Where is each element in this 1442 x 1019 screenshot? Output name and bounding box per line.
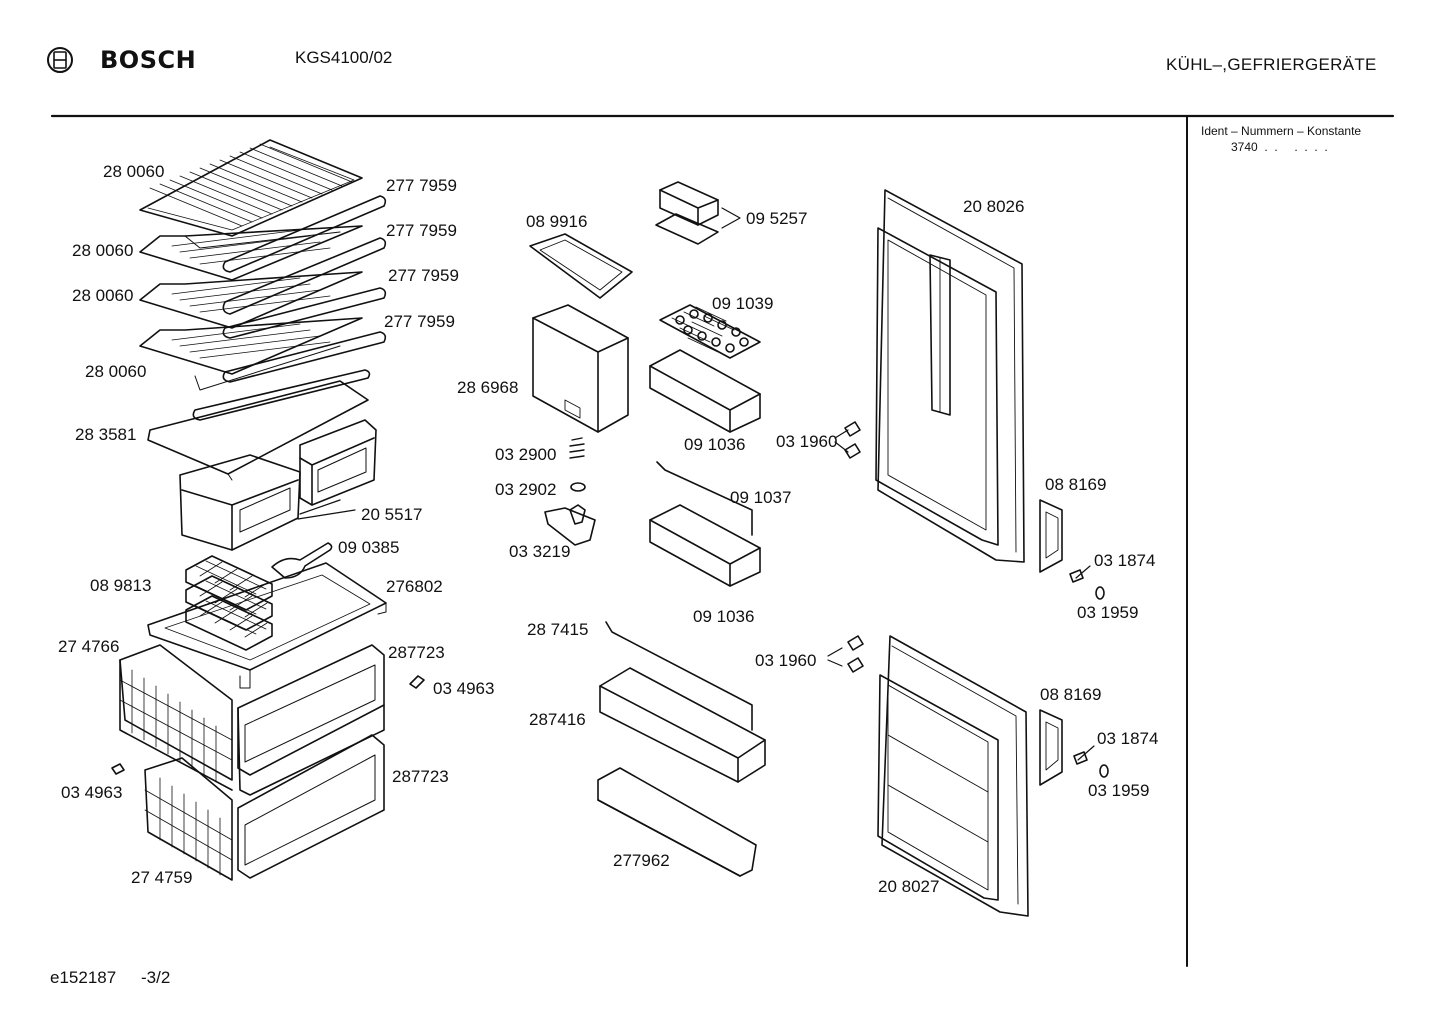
part-label: 03 1960 xyxy=(776,432,838,451)
freezer-door xyxy=(878,636,1028,916)
part-label: 27 4766 xyxy=(58,637,120,656)
butter-lid xyxy=(656,182,718,244)
part-label: 28 3581 xyxy=(75,425,137,444)
part-label: 03 4963 xyxy=(433,679,495,698)
part-label: 28 7415 xyxy=(527,620,589,639)
shelf-trim-2 xyxy=(223,238,385,314)
egg-tray xyxy=(660,305,760,358)
part-label: 277 7959 xyxy=(386,221,457,240)
ice-scraper xyxy=(272,543,332,578)
door-bin-upper xyxy=(650,350,760,432)
bottle-bin-upper xyxy=(600,668,765,782)
part-label: 03 1960 xyxy=(755,651,817,670)
part-label: 28 0060 xyxy=(72,241,134,260)
fridge-door xyxy=(876,190,1024,562)
freezer-drawer-2 xyxy=(238,735,384,878)
part-label: 09 1036 xyxy=(693,607,755,626)
shelf-trim-3 xyxy=(223,288,385,338)
part-label: 277 7959 xyxy=(384,312,455,331)
part-label: 27 4759 xyxy=(131,868,193,887)
freezer-basket-2 xyxy=(145,758,232,880)
model-number: KGS4100/02 xyxy=(295,48,393,67)
screw-icon-3 xyxy=(845,422,860,458)
part-label: 287723 xyxy=(388,643,445,662)
part-label: 03 2900 xyxy=(495,445,557,464)
part-label: 28 0060 xyxy=(103,162,165,181)
part-label: 20 8026 xyxy=(963,197,1025,216)
category-title: KÜHL–,GEFRIERGERÄTE xyxy=(1166,55,1377,74)
part-label: 09 1036 xyxy=(684,435,746,454)
part-label: 03 1959 xyxy=(1077,603,1139,622)
spring-icon xyxy=(570,438,584,458)
wire-shelf-1 xyxy=(140,140,362,236)
shelf-trim-1 xyxy=(223,196,385,272)
bottle-bin-lower xyxy=(598,768,756,876)
part-label: 28 6968 xyxy=(457,378,519,397)
screw-icon-5 xyxy=(1070,570,1083,582)
crisper-drawers xyxy=(180,420,376,550)
part-label: 08 9916 xyxy=(526,212,588,231)
shelf-trim-4 xyxy=(223,332,385,382)
washer-icon-2 xyxy=(1096,587,1104,599)
page-number: -3/2 xyxy=(141,968,171,987)
bottle-rail xyxy=(606,622,752,730)
part-label: 20 5517 xyxy=(361,505,423,524)
part-label: 03 3219 xyxy=(509,542,571,561)
part-label: 287723 xyxy=(392,767,449,786)
part-label: 277962 xyxy=(613,851,670,870)
part-label: 20 8027 xyxy=(878,877,940,896)
hinge-lower xyxy=(1040,710,1062,785)
part-label: 09 1039 xyxy=(712,294,774,313)
freezer-shelf xyxy=(148,563,386,688)
part-label: 277 7959 xyxy=(386,176,457,195)
wire-shelf-4 xyxy=(140,318,362,390)
cover-part xyxy=(545,505,595,545)
part-label: 09 5257 xyxy=(746,209,808,228)
freezer-drawer-1 xyxy=(238,645,384,795)
washer-icon-3 xyxy=(1100,765,1108,777)
part-label: 03 1959 xyxy=(1088,781,1150,800)
wire-shelf-2 xyxy=(140,226,362,280)
butter-dish xyxy=(530,234,632,298)
part-label: 277 7959 xyxy=(388,266,459,285)
brand-name: BOSCH xyxy=(100,46,197,74)
part-label: 08 9813 xyxy=(90,576,152,595)
wire-shelf-3 xyxy=(140,272,362,328)
part-label: 03 4963 xyxy=(61,783,123,802)
door-bin-lower xyxy=(650,505,760,586)
bosch-logo-icon xyxy=(46,46,74,74)
part-label: 03 1874 xyxy=(1097,729,1159,748)
glass-shelf xyxy=(148,381,368,474)
screw-icon-1 xyxy=(410,676,424,688)
part-label: 03 1874 xyxy=(1094,551,1156,570)
leader-lines xyxy=(298,430,1094,760)
door-bin-rail xyxy=(657,462,752,535)
freezer-basket-1 xyxy=(120,645,232,790)
ice-trays xyxy=(186,556,272,650)
washer-icon xyxy=(571,483,585,491)
part-label: 28 0060 xyxy=(72,286,134,305)
screw-icon-2 xyxy=(112,764,124,774)
part-label: 03 2902 xyxy=(495,480,557,499)
screw-icon-4 xyxy=(848,636,863,672)
part-label: 09 1037 xyxy=(730,488,792,507)
part-label: 08 8169 xyxy=(1045,475,1107,494)
part-label: 28 0060 xyxy=(85,362,147,381)
part-label: 09 0385 xyxy=(338,538,400,557)
ident-title: Ident – Nummern – Konstante xyxy=(1201,124,1362,138)
part-label: 276802 xyxy=(386,577,443,596)
drawing-code: e152187 xyxy=(50,968,117,987)
part-label: 08 8169 xyxy=(1040,685,1102,704)
part-label: 287416 xyxy=(529,710,586,729)
ice-bin xyxy=(533,305,628,432)
shelf-trim-5 xyxy=(193,370,369,420)
screw-icon-6 xyxy=(1074,752,1087,764)
hinge-upper xyxy=(1040,500,1062,572)
ident-value: 3740 . . . . . . xyxy=(1231,140,1328,154)
